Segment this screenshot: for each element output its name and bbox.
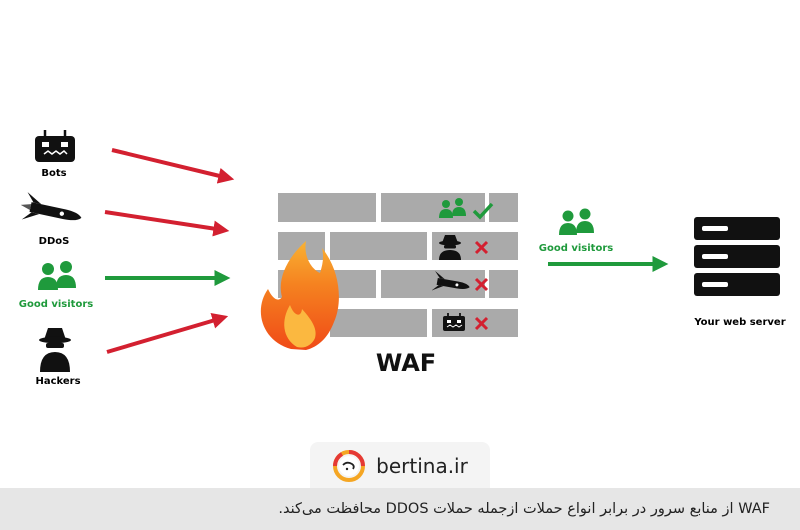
waf-diagram: Bots DDoS Good visitors Hackers [19, 130, 786, 387]
attack-arrow [106, 313, 229, 354]
robot-icon [443, 313, 465, 331]
robot-icon [35, 130, 75, 162]
brand-name: bertina.ir [376, 454, 468, 478]
caption-bar: WAF از منابع سرور در برابر انواع حملات ا… [0, 488, 800, 530]
source-label-good-visitors: Good visitors [19, 299, 93, 310]
cross-icon [474, 277, 489, 292]
check-icon [472, 202, 494, 220]
cross-icon [474, 240, 489, 255]
rocket-icon [20, 192, 82, 221]
bertina-logo-icon [333, 450, 366, 482]
source-label-hackers: Hackers [35, 376, 80, 387]
waf-label: WAF [376, 349, 436, 377]
caption-text: WAF از منابع سرور در برابر انواع حملات ا… [278, 501, 770, 517]
source-label-ddos: DDoS [39, 236, 70, 247]
server-icon [694, 217, 780, 296]
cross-icon [474, 316, 489, 331]
attack-arrow [111, 148, 235, 184]
users-icon [559, 208, 594, 235]
users-icon [38, 261, 76, 290]
attack-arrow [104, 210, 230, 237]
rocket-icon [431, 270, 470, 291]
source-label-bots: Bots [41, 168, 66, 179]
spy-icon [39, 328, 71, 372]
flame-icon [260, 241, 339, 350]
passed-label: Good visitors [539, 243, 613, 254]
users-icon [439, 198, 466, 218]
server-label: Your web server [693, 317, 785, 328]
spy-icon [439, 235, 461, 260]
brand-badge: bertina.ir [310, 442, 490, 490]
